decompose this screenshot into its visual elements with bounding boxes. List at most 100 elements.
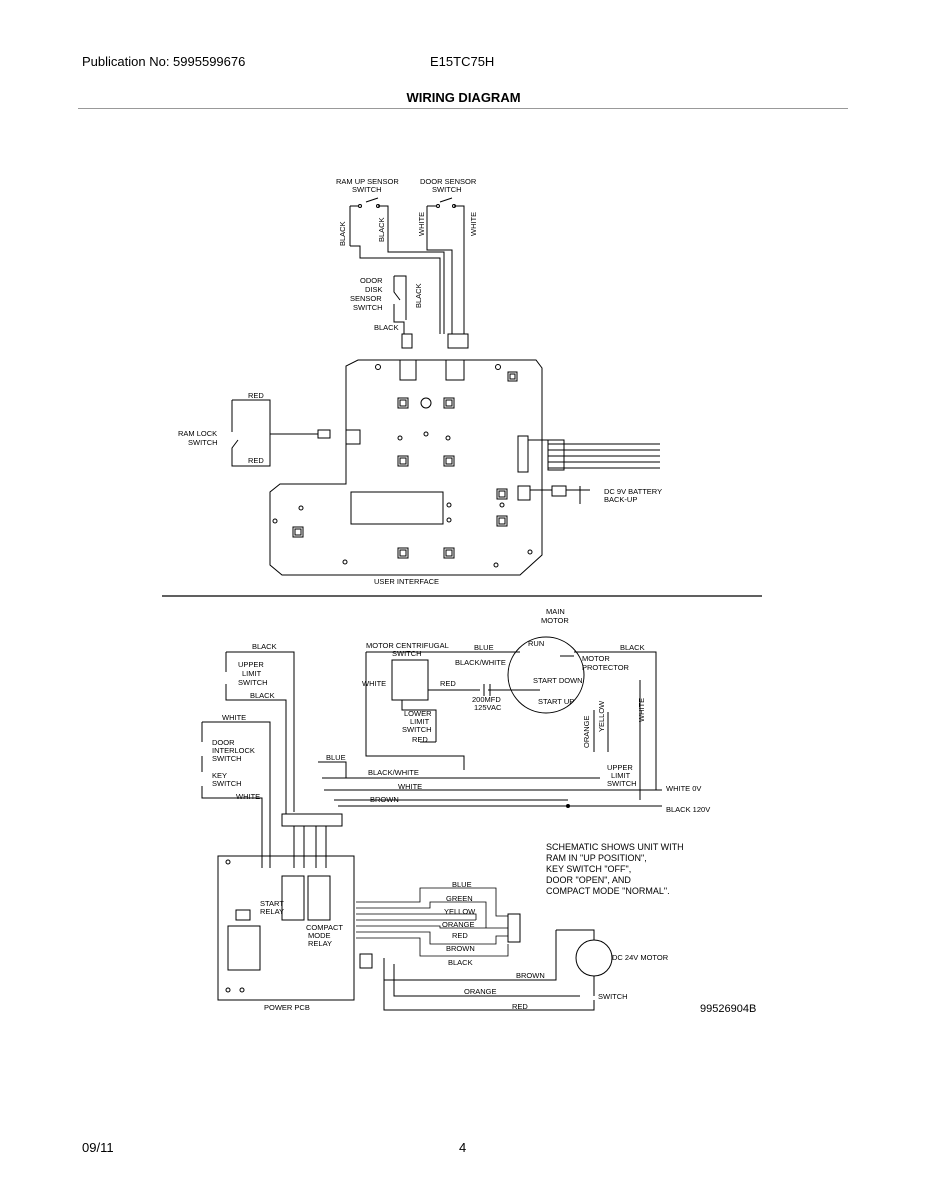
compact-relay (307, 875, 331, 921)
diagram-part-number: 99526904B (700, 1003, 756, 1015)
wire-label-blue: BLUE (326, 753, 346, 762)
compact-relay-label: MODE (308, 931, 331, 940)
wire-label-blue: BLUE (474, 643, 494, 652)
capacitor-label: 200MFD (472, 695, 501, 704)
power-pcb (217, 855, 355, 1001)
connector (401, 333, 413, 349)
user-interface-board (269, 359, 543, 576)
key-switch-label: KEY (212, 771, 227, 780)
display-window (350, 491, 444, 525)
motor-protector-label: MOTOR (582, 654, 610, 663)
lower-limit-label: LIMIT (410, 717, 430, 726)
door-switch-label: SWITCH (432, 185, 462, 194)
wire-label-black: BLACK (250, 691, 275, 700)
door-switch-label: SWITCH (212, 754, 242, 763)
main-motor-symbol (507, 636, 585, 714)
wire-label-bw: BLACK/WHITE (455, 658, 506, 667)
wire-label-brown: BROWN (446, 944, 475, 953)
upper-limit-label: LIMIT (242, 669, 262, 678)
lower-limit-label: SWITCH (402, 725, 432, 734)
wire-label-orange: ORANGE (464, 987, 497, 996)
wire-label-brown: BROWN (516, 971, 545, 980)
wire-label-black: BLACK (377, 217, 386, 242)
wire-label-red: RED (440, 679, 456, 688)
wire-label-red: RED (512, 1002, 528, 1011)
ram-up-switch-label: SWITCH (352, 185, 382, 194)
user-interface-section: RAM UP SENSOR SWITCH DOOR SENSOR SWITCH … (178, 177, 662, 586)
start-relay (281, 875, 305, 921)
door-key-wiring (201, 721, 271, 868)
switch-label: SWITCH (598, 992, 628, 1001)
battery-label: DC 9V BATTERY (604, 487, 662, 496)
wire-label-white: WHITE (236, 792, 260, 801)
dc-motor-label: DC 24V MOTOR (612, 953, 669, 962)
wire-label-white: WHITE (469, 212, 478, 236)
lower-limit-label: LOWER (404, 709, 432, 718)
door-switch-label: DOOR (212, 738, 235, 747)
harness-connector (281, 813, 343, 827)
battery-label: BACK-UP (604, 495, 637, 504)
schematic-note: RAM IN "UP POSITION", (546, 853, 647, 863)
upper-limit-right-label: SWITCH (607, 779, 637, 788)
odor-label: SENSOR (350, 294, 382, 303)
wire-label-white: WHITE (398, 782, 422, 791)
upper-limit-label: SWITCH (238, 678, 268, 687)
wire-label-orange: ORANGE (442, 920, 475, 929)
ram-up-switch-symbol (349, 197, 389, 248)
odor-label: SWITCH (353, 303, 383, 312)
connector (447, 333, 469, 349)
start-relay-label: RELAY (260, 907, 284, 916)
odor-label: ODOR (360, 276, 383, 285)
supply-label: BLACK 120V (666, 805, 710, 814)
wire-label-blue: BLUE (452, 880, 472, 889)
header-divider (78, 108, 848, 109)
page-title: WIRING DIAGRAM (406, 90, 521, 105)
wire-label-white: WHITE (362, 679, 386, 688)
wire-label-brown: BROWN (370, 795, 399, 804)
upper-limit-label: UPPER (238, 660, 264, 669)
sensor-wires (350, 240, 465, 334)
wire-label-white: WHITE (222, 713, 246, 722)
schematic-note: DOOR "OPEN", AND (546, 875, 631, 885)
centrifugal-label: MOTOR CENTRIFUGAL (366, 641, 449, 650)
publication-number: Publication No: 5995599676 (82, 54, 246, 69)
harness-loop (356, 887, 509, 957)
wire-label-bw: BLACK/WHITE (368, 768, 419, 777)
door-switch-label: INTERLOCK (212, 746, 255, 755)
motor-top-wires (365, 651, 657, 790)
wire-label-red: RED (412, 735, 428, 744)
centrifugal-switch (391, 659, 429, 701)
wire-label-black: BLACK (414, 283, 423, 308)
door-switch-symbol (426, 197, 465, 248)
wire-label-black: BLACK (374, 323, 399, 332)
footer-date: 09/11 (82, 1140, 114, 1155)
power-section: MAIN MOTOR BLACK MOTOR CENTRIFUGAL SWITC… (201, 607, 756, 1015)
odor-label: DISK (365, 285, 383, 294)
footer-page-number: 4 (459, 1140, 467, 1155)
wire-label-red: RED (248, 391, 264, 400)
wire-label-yellow: YELLOW (597, 700, 606, 732)
transformer (227, 925, 261, 971)
upper-limit-right-label: LIMIT (611, 771, 631, 780)
ram-lock-wiring (231, 399, 318, 467)
wire-label-white: WHITE (637, 698, 646, 722)
wire-label-black: BLACK (338, 221, 347, 246)
start-down-label: START DOWN (533, 676, 583, 685)
wire-label-black: BLACK (620, 643, 645, 652)
bus-wires (318, 761, 662, 807)
upper-limit-right-label: UPPER (607, 763, 633, 772)
schematic-note: KEY SWITCH "OFF", (546, 864, 631, 874)
motor-protector-label: PROTECTOR (582, 663, 630, 672)
ram-lock-label: SWITCH (188, 438, 218, 447)
main-motor-label: MOTOR (541, 616, 569, 625)
supply-label: WHITE 0V (666, 784, 701, 793)
capacitor-wires (428, 684, 540, 696)
wire-label-black: BLACK (448, 958, 473, 967)
dc-motor-symbol (575, 939, 613, 977)
compact-relay-label: RELAY (308, 939, 332, 948)
schematic-note: COMPACT MODE "NORMAL". (546, 886, 670, 896)
wire-label-green: GREEN (446, 894, 473, 903)
run-label: RUN (528, 639, 544, 648)
centrifugal-label: SWITCH (392, 649, 422, 658)
